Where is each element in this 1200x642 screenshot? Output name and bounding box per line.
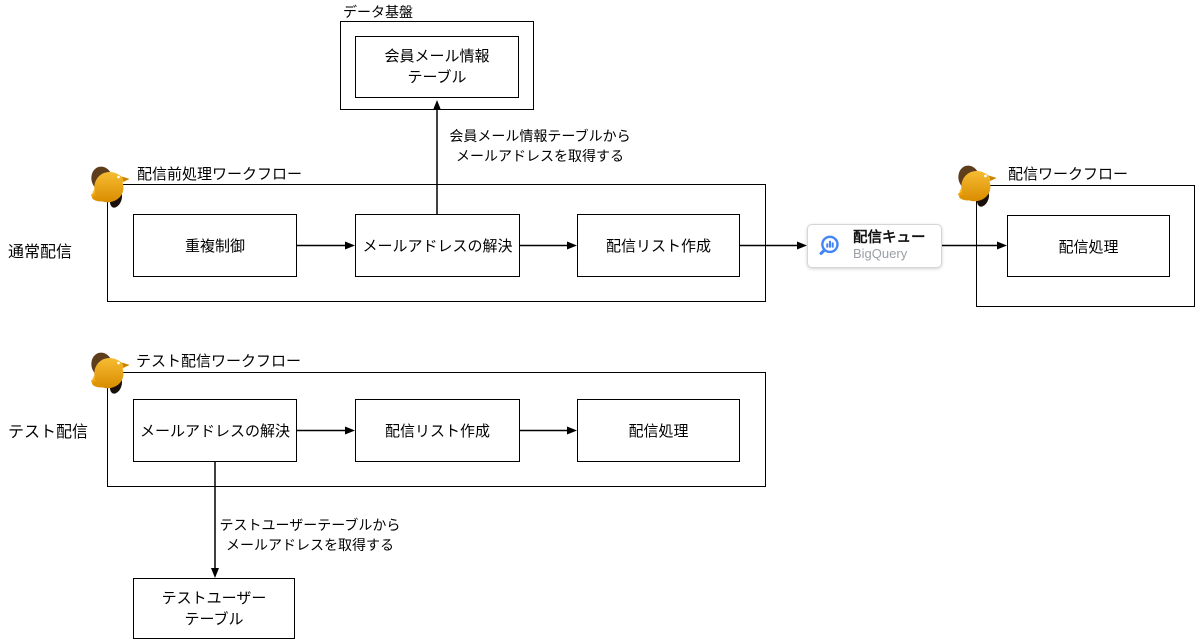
test-step-resolve-mail-address-label: メールアドレスの解決 — [139, 423, 290, 440]
test-fetch-annotation-line1: テストユーザーテーブルから — [219, 517, 401, 533]
test-step-delivery-process-label: 配信処理 — [628, 423, 689, 440]
test-step-delivery-process: 配信処理 — [577, 399, 740, 462]
queue-node-subtitle: BigQuery — [853, 246, 908, 261]
workflow-bird-icon — [90, 352, 130, 396]
member-fetch-annotation: 会員メール情報テーブルから メールアドレスを取得する — [440, 126, 640, 166]
queue-node-text: 配信キュー BigQuery — [853, 230, 926, 262]
test-workflow-label: テスト配信ワークフロー — [136, 353, 302, 370]
workflow-bird-icon — [90, 166, 130, 210]
step-dedup-control: 重複制御 — [133, 214, 297, 277]
step-dedup-control-label: 重複制御 — [184, 238, 245, 255]
member-fetch-annotation-line1: 会員メール情報テーブルから — [449, 128, 631, 144]
row-label-normal-delivery: 通常配信 — [8, 244, 73, 261]
bigquery-magnifier-icon — [819, 235, 839, 255]
step-create-delivery-list-label: 配信リスト作成 — [605, 238, 711, 255]
member-mail-table-line2: テーブル — [407, 69, 467, 86]
queue-node-title: 配信キュー — [853, 230, 926, 246]
test-fetch-annotation-line2: メールアドレスを取得する — [226, 537, 394, 553]
preprocess-workflow-label: 配信前処理ワークフロー — [137, 166, 303, 183]
delivery-workflow-label: 配信ワークフロー — [1008, 166, 1129, 183]
step-resolve-mail-address: メールアドレスの解決 — [355, 214, 520, 277]
test-fetch-annotation: テストユーザーテーブルから メールアドレスを取得する — [215, 515, 405, 555]
test-step-create-delivery-list: 配信リスト作成 — [355, 399, 520, 462]
test-user-table-node: テストユーザー テーブル — [133, 578, 295, 639]
step-delivery-process: 配信処理 — [1007, 215, 1170, 277]
step-resolve-mail-address-label: メールアドレスの解決 — [362, 238, 513, 255]
step-create-delivery-list: 配信リスト作成 — [577, 214, 740, 277]
member-fetch-annotation-line2: メールアドレスを取得する — [456, 148, 624, 164]
member-mail-table-line1: 会員メール情報 — [384, 48, 490, 65]
test-step-resolve-mail-address: メールアドレスの解決 — [133, 399, 297, 462]
step-delivery-process-label: 配信処理 — [1058, 238, 1119, 256]
test-workflow-container — [107, 372, 766, 487]
test-user-table-line1: テストユーザー — [161, 589, 267, 607]
member-mail-table-node: 会員メール情報 テーブル — [355, 36, 519, 98]
delivery-queue-node: 配信キュー BigQuery — [807, 224, 942, 268]
test-step-create-delivery-list-label: 配信リスト作成 — [384, 423, 490, 440]
data-platform-label: データ基盤 — [343, 4, 413, 20]
test-user-table-line2: テーブル — [184, 610, 244, 628]
workflow-bird-icon — [957, 165, 997, 209]
row-label-test-delivery: テスト配信 — [8, 424, 89, 441]
